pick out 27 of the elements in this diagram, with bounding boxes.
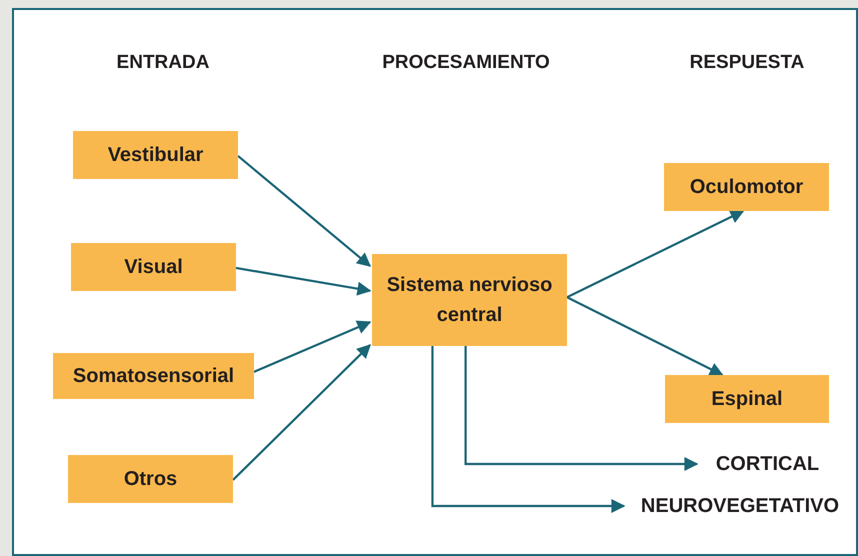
- node-label: Oculomotor: [688, 175, 804, 200]
- node-label: NEUROVEGETATIVO: [640, 494, 840, 519]
- arrow: [237, 155, 372, 267]
- process-box: [71, 243, 236, 291]
- arrow: [236, 266, 372, 296]
- column-heading: ENTRADA: [116, 52, 210, 74]
- node-label: Otros: [122, 467, 178, 492]
- node-label: Sistema nervioso central: [386, 273, 554, 328]
- arrow: [566, 210, 744, 298]
- node-label: Espinal: [710, 387, 784, 412]
- process-box: [68, 455, 233, 503]
- arrow: [232, 344, 371, 481]
- arrow: [254, 320, 372, 373]
- process-box: [664, 163, 829, 211]
- column-heading: RESPUESTA: [690, 52, 804, 74]
- node-label: CORTICAL: [716, 452, 820, 477]
- node-label: Somatosensorial: [72, 364, 236, 389]
- arrow: [464, 346, 698, 471]
- arrow: [431, 346, 626, 513]
- node-label: Vestibular: [106, 143, 204, 168]
- arrow: [566, 296, 724, 376]
- process-box: [372, 254, 567, 346]
- process-box: [665, 375, 829, 423]
- process-box: [53, 353, 254, 399]
- column-heading: PROCESAMIENTO: [382, 52, 550, 74]
- node-label: Visual: [123, 255, 184, 280]
- process-box: [73, 131, 238, 179]
